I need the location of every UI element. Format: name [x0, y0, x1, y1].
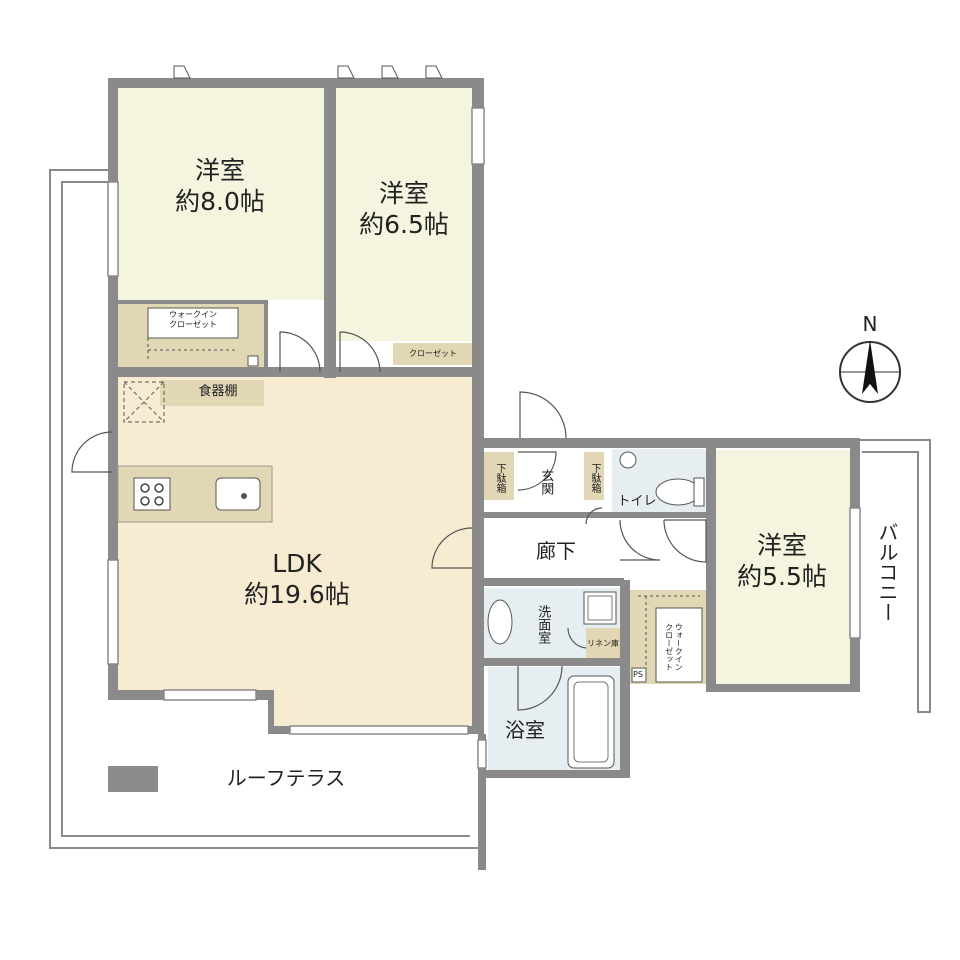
sink-icon	[215, 477, 261, 511]
linen-label: リネン庫	[587, 639, 619, 648]
bedroom1-name: 洋室	[194, 156, 245, 185]
shoe-right-floor	[584, 452, 604, 500]
bedroom1-size: 約8.0帖	[175, 187, 265, 217]
bedroom2-floor	[336, 88, 472, 341]
toilet-bowl-icon	[655, 478, 701, 506]
washer-icon	[583, 591, 617, 625]
walls	[108, 78, 860, 870]
walkin1-detail	[147, 307, 259, 367]
ldk-size: 約19.6帖	[244, 580, 350, 610]
stove-burners	[140, 483, 164, 506]
bathtub-icon	[567, 675, 615, 769]
washroom-label: 洗面室	[535, 604, 551, 644]
bedroom2-size: 約6.5帖	[359, 210, 449, 240]
toilet-label: トイレ	[617, 494, 657, 509]
ldk-floor	[118, 377, 472, 727]
stove-icon	[133, 477, 171, 511]
bedroom1-label: 洋室 約8.0帖	[160, 155, 280, 218]
bedroom1-floor	[118, 88, 324, 300]
washbasin-icon	[487, 599, 513, 645]
window-marks	[107, 107, 861, 769]
bedroom2-label: 洋室 約6.5帖	[344, 178, 464, 241]
compass-north-label: N	[862, 312, 878, 336]
shoe-left-label: 下駄箱	[494, 463, 505, 493]
vent-icons	[173, 65, 443, 79]
entrance-label: 玄関	[538, 469, 554, 495]
ldk-label: LDK 約19.6帖	[222, 548, 372, 611]
ps-label: PS	[633, 670, 643, 679]
sink-drain-icon	[241, 493, 247, 499]
linen-floor	[586, 628, 620, 658]
bedroom3-name: 洋室	[756, 531, 807, 560]
shoe-right-label: 下駄箱	[589, 463, 600, 493]
bedroom3-floor	[716, 450, 850, 684]
closet-label: クローゼット	[409, 349, 457, 358]
roof-terrace-swatch	[108, 766, 158, 792]
bathtub-inner	[573, 681, 609, 763]
corridor-label: 廊下	[536, 539, 576, 563]
ldk-name: LDK	[272, 549, 322, 578]
bedroom3-size: 約5.5帖	[737, 562, 827, 592]
pantry-label: 食器棚	[198, 384, 238, 399]
toilet-handbasin-icon	[619, 451, 637, 469]
door-swings	[71, 331, 707, 711]
roof-terrace-label: ルーフテラス	[226, 766, 346, 790]
balcony-outline	[858, 439, 931, 713]
washer-inner	[587, 595, 613, 621]
bedroom2-name: 洋室	[378, 179, 429, 208]
bathroom-label: 浴室	[505, 718, 545, 742]
closet-floor	[393, 343, 473, 365]
compass-icon	[839, 340, 901, 403]
walkin2-label: ウォークイン クローゼット	[664, 623, 684, 671]
bedroom3-label: 洋室 約5.5帖	[722, 530, 842, 593]
balcony-label: バルコニー	[875, 522, 899, 622]
pantry-x-box	[123, 381, 165, 423]
walkin2-detail	[631, 595, 703, 683]
walkin1-label: ウォークイン クローゼット	[169, 310, 217, 329]
pantry-floor	[160, 380, 264, 406]
shoe-left-floor	[484, 452, 514, 500]
roof-terrace-outline	[49, 169, 478, 849]
toilet-tank-icon	[693, 477, 705, 507]
